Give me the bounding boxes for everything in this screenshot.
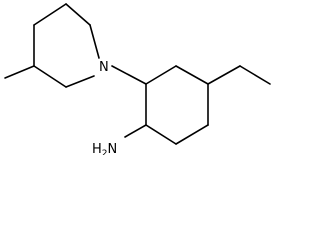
amine-h: H [92,142,102,155]
bond [145,124,177,145]
amine-n: N [108,142,118,155]
cyclohexane-ring [124,65,271,145]
bond [65,75,95,88]
n-c-bond [111,65,147,85]
bond [33,3,67,26]
bond [145,65,177,85]
chemical-structure-diagram: N H2N [4,3,271,155]
bond [175,124,209,145]
bond [175,65,209,85]
methyl-bond [4,65,35,79]
nitrogen-label: N [99,60,109,75]
amine-label: H2N [92,142,117,155]
ethyl-bond-2 [239,65,271,85]
amine-bond [124,124,147,138]
ethyl-bond-1 [207,65,241,85]
piperidine-ring [4,3,100,88]
bond [89,24,100,59]
bond [65,3,91,26]
bond [33,65,67,88]
amine-subscript: 2 [102,149,108,155]
